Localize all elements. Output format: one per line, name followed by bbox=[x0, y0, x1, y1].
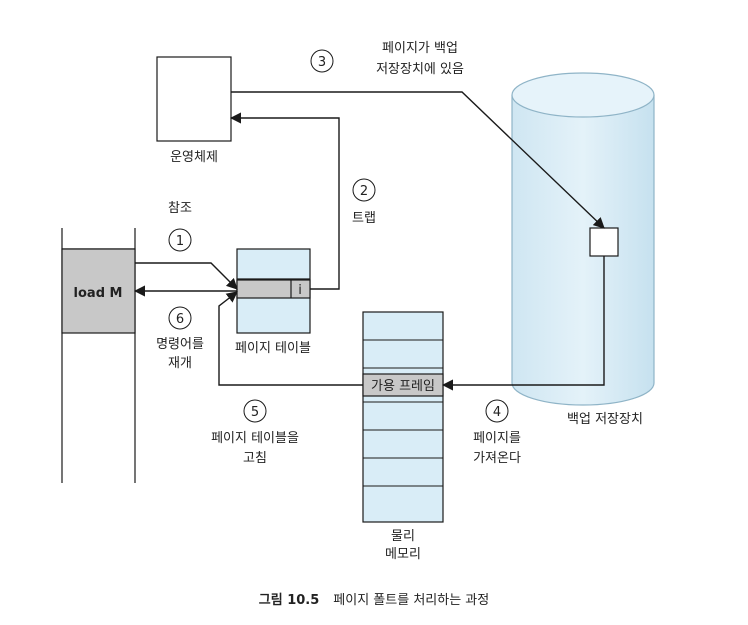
backing-store-page bbox=[589, 227, 619, 257]
os-label: 운영체제 bbox=[170, 150, 218, 165]
physical-memory bbox=[362, 311, 444, 523]
backing-store-label: 백업 저장장치 bbox=[567, 412, 643, 427]
step-6-number: 6 bbox=[176, 312, 184, 327]
arrow-trap bbox=[229, 112, 340, 290]
step-1-label: 참조 bbox=[168, 201, 192, 216]
step-5-number: 5 bbox=[251, 405, 259, 420]
free-frame-label: 가용 프레임 bbox=[371, 379, 435, 394]
process-memory bbox=[61, 228, 136, 483]
os-box bbox=[156, 56, 232, 142]
physical-memory-label-2: 메모리 bbox=[385, 547, 421, 562]
step-4-label-2: 가져온다 bbox=[473, 451, 521, 466]
step-5-label-1: 페이지 테이블을 bbox=[211, 431, 299, 446]
step-4-label-1: 페이지를 bbox=[473, 431, 521, 446]
instruction-block bbox=[61, 248, 136, 334]
step-2-label: 트랩 bbox=[352, 211, 376, 226]
backing-store-cylinder bbox=[511, 72, 655, 406]
physical-memory-label-1: 물리 bbox=[391, 529, 415, 544]
step-1-circle bbox=[168, 228, 192, 252]
step-5-circle bbox=[243, 399, 267, 423]
caption-text: 페이지 폴트를 처리하는 과정 bbox=[333, 593, 489, 608]
step-6-circle bbox=[168, 306, 192, 330]
step-4-number: 4 bbox=[493, 405, 501, 420]
invalid-bit: i bbox=[298, 283, 302, 298]
page-table-label: 페이지 테이블 bbox=[235, 341, 311, 356]
arrow-reference bbox=[135, 262, 238, 290]
arrow-bring-page bbox=[441, 256, 605, 391]
arrow-reset-page-table bbox=[218, 291, 363, 386]
step-4-circle bbox=[485, 399, 509, 423]
step-1-number: 1 bbox=[176, 234, 184, 249]
step-2-number: 2 bbox=[360, 184, 368, 199]
page-table bbox=[236, 248, 311, 334]
step-6-label-2: 재개 bbox=[168, 356, 192, 371]
step-6-label-1: 명령어를 bbox=[156, 337, 204, 352]
step-3-circle bbox=[310, 49, 334, 73]
step-2-circle bbox=[352, 178, 376, 202]
step-5-label-2: 고침 bbox=[243, 451, 267, 466]
caption-prefix: 그림 10.5 bbox=[259, 593, 320, 608]
arrow-page-on-backing-store bbox=[231, 91, 605, 229]
step-3-label-2: 저장장치에 있음 bbox=[376, 62, 464, 77]
step-3-label-1: 페이지가 백업 bbox=[382, 41, 458, 56]
figure-caption: 그림 10.5 페이지 폴트를 처리하는 과정 bbox=[259, 593, 489, 608]
step-3-number: 3 bbox=[318, 55, 326, 70]
instruction-label: load M bbox=[74, 286, 123, 301]
